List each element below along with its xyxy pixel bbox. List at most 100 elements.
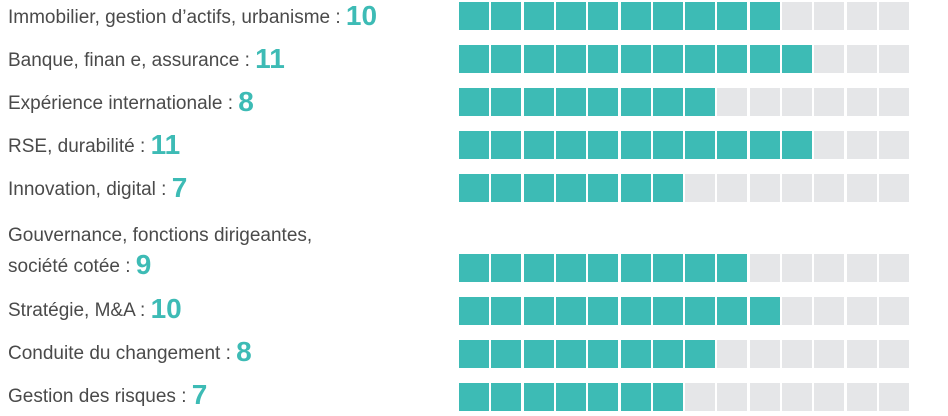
- filled-block: [621, 174, 651, 202]
- filled-block: [459, 297, 489, 325]
- category-label: Immobilier, gestion d’actifs, urbanisme …: [8, 1, 448, 32]
- value-label: 7: [191, 379, 208, 410]
- value-label: 8: [238, 86, 254, 117]
- category-text: Expérience internationale :: [8, 93, 239, 114]
- filled-block: [459, 174, 489, 202]
- category-text: société cotée :: [8, 256, 136, 277]
- empty-block: [879, 174, 909, 202]
- filled-block: [685, 2, 715, 30]
- category-label: Gouvernance, fonctions dirigeantes, socié…: [8, 221, 448, 281]
- filled-block: [588, 174, 618, 202]
- filled-block: [685, 131, 715, 159]
- filled-block: [588, 383, 618, 411]
- filled-block: [717, 2, 747, 30]
- filled-block: [459, 254, 489, 282]
- empty-block: [879, 383, 909, 411]
- filled-block: [750, 2, 780, 30]
- filled-block: [653, 383, 683, 411]
- filled-block: [556, 254, 586, 282]
- category-label: Conduite du changement : 8: [8, 337, 448, 368]
- empty-block: [782, 88, 812, 116]
- filled-block: [556, 131, 586, 159]
- category-text: Stratégie, M&A :: [8, 300, 151, 321]
- category-text: Conduite du changement :: [8, 343, 237, 364]
- filled-block: [491, 254, 521, 282]
- empty-block: [847, 131, 877, 159]
- empty-block: [750, 340, 780, 368]
- empty-block: [814, 340, 844, 368]
- value-label: 10: [345, 0, 378, 31]
- category-text: Innovation, digital :: [8, 179, 172, 200]
- filled-block: [621, 254, 651, 282]
- filled-block: [524, 88, 554, 116]
- category-text: Gouvernance, fonctions dirigeantes,: [8, 225, 313, 246]
- filled-block: [621, 88, 651, 116]
- empty-block: [750, 88, 780, 116]
- category-text: Gestion des risques :: [8, 386, 192, 407]
- filled-block: [524, 2, 554, 30]
- filled-block: [717, 131, 747, 159]
- filled-block: [491, 340, 521, 368]
- filled-block: [653, 131, 683, 159]
- filled-block: [491, 131, 521, 159]
- empty-block: [814, 131, 844, 159]
- empty-block: [879, 297, 909, 325]
- filled-block: [556, 2, 586, 30]
- filled-block: [588, 297, 618, 325]
- filled-block: [491, 174, 521, 202]
- empty-block: [814, 383, 844, 411]
- filled-block: [750, 45, 780, 73]
- empty-block: [847, 2, 877, 30]
- filled-block: [653, 297, 683, 325]
- filled-block: [524, 174, 554, 202]
- filled-block: [685, 88, 715, 116]
- filled-block: [556, 297, 586, 325]
- empty-block: [814, 45, 844, 73]
- category-label: Expérience internationale : 8: [8, 87, 448, 118]
- filled-block: [653, 2, 683, 30]
- empty-block: [782, 2, 812, 30]
- filled-block: [717, 45, 747, 73]
- filled-block: [524, 383, 554, 411]
- filled-block: [524, 45, 554, 73]
- filled-block: [556, 174, 586, 202]
- empty-block: [847, 340, 877, 368]
- empty-block: [685, 174, 715, 202]
- filled-block: [653, 340, 683, 368]
- empty-block: [879, 131, 909, 159]
- category-label: Banque, finan e, assurance : 11: [8, 44, 448, 75]
- filled-block: [621, 383, 651, 411]
- filled-block: [524, 131, 554, 159]
- empty-block: [717, 383, 747, 411]
- filled-block: [459, 88, 489, 116]
- filled-block: [556, 383, 586, 411]
- empty-block: [847, 45, 877, 73]
- filled-block: [491, 88, 521, 116]
- empty-block: [782, 254, 812, 282]
- category-text: RSE, durabilité :: [8, 136, 151, 157]
- value-label: 11: [255, 43, 285, 74]
- category-text: Immobilier, gestion d’actifs, urbanisme …: [8, 7, 346, 28]
- empty-block: [782, 383, 812, 411]
- empty-block: [782, 297, 812, 325]
- empty-block: [814, 254, 844, 282]
- empty-block: [750, 174, 780, 202]
- filled-block: [556, 45, 586, 73]
- empty-block: [879, 340, 909, 368]
- filled-block: [653, 254, 683, 282]
- filled-block: [524, 340, 554, 368]
- filled-block: [459, 131, 489, 159]
- category-label: RSE, durabilité : 11: [8, 130, 448, 161]
- filled-block: [621, 131, 651, 159]
- filled-block: [491, 2, 521, 30]
- filled-block: [653, 88, 683, 116]
- filled-block: [588, 254, 618, 282]
- filled-block: [491, 383, 521, 411]
- empty-block: [814, 297, 844, 325]
- filled-block: [556, 88, 586, 116]
- filled-block: [491, 297, 521, 325]
- filled-block: [782, 45, 812, 73]
- filled-block: [750, 297, 780, 325]
- category-label: Gestion des risques : 7: [8, 380, 448, 411]
